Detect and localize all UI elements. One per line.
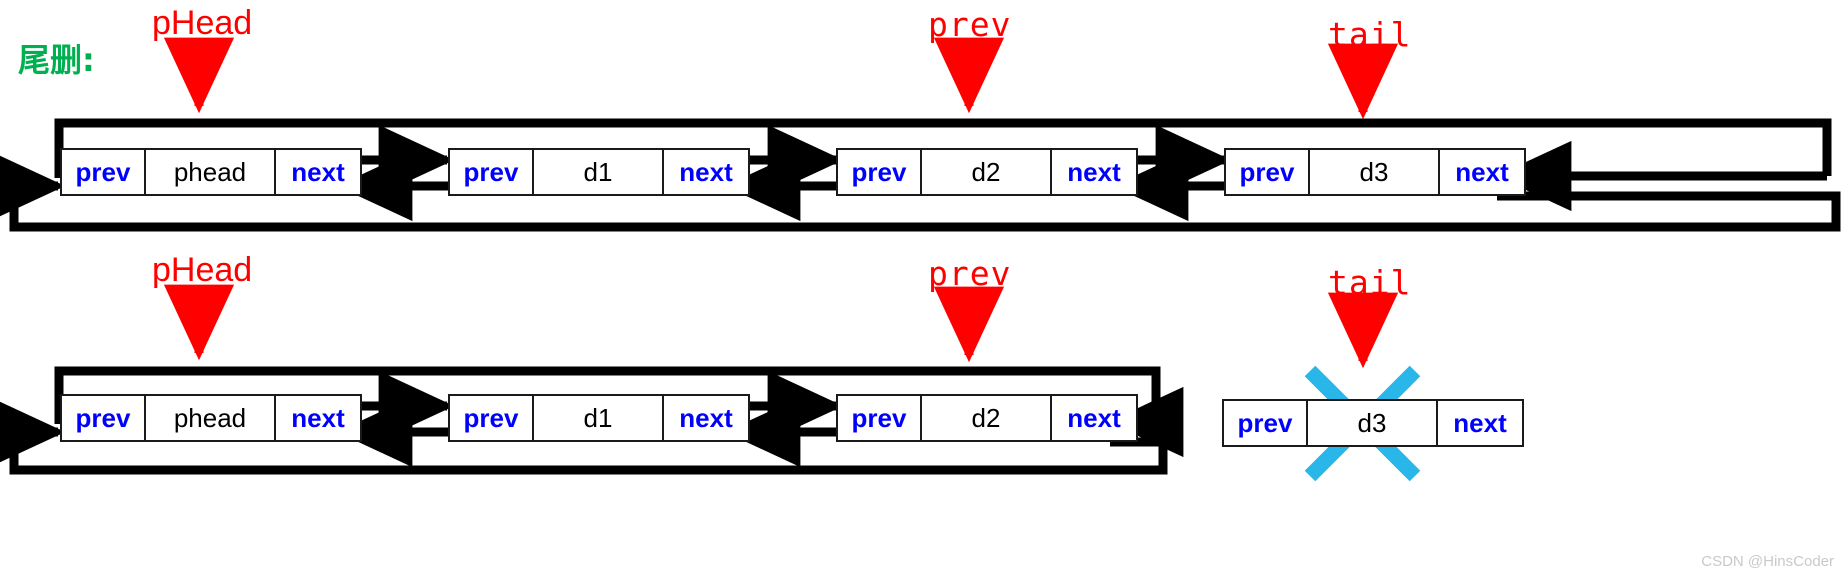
row2-node-d2: prev d2 next — [836, 394, 1138, 442]
row1-node-d3: prev d3 next — [1224, 148, 1526, 196]
row1-pointer-arrows — [163, 37, 1399, 120]
row2-node-phead-next: next — [291, 402, 345, 433]
row2-node-d3-data: d3 — [1308, 401, 1438, 445]
row1-node-phead-data: phead — [146, 150, 276, 194]
row2-pointer-label-prev: prev — [928, 254, 1012, 293]
row2-node-d1-next: next — [679, 402, 733, 433]
row2-node-d3-deleted: prev d3 next — [1222, 399, 1524, 447]
section-caption: 尾删: — [18, 41, 95, 79]
watermark: CSDN @HinsCoder — [1701, 553, 1834, 570]
row2-pointer-label-phead: pHead — [152, 251, 253, 289]
row2-node-d2-next: next — [1067, 402, 1121, 433]
row2-pointer-label-tail: tail — [1328, 263, 1412, 302]
row1-node-d1-prev: prev — [450, 150, 534, 194]
row1-node-d3-data: d3 — [1310, 150, 1440, 194]
row1-node-d2-data: d2 — [922, 150, 1052, 194]
row2-pointer-arrows — [163, 284, 1399, 369]
row2-node-d1: prev d1 next — [448, 394, 750, 442]
row2-node-d2-prev: prev — [838, 396, 922, 440]
row1-node-d2-next: next — [1067, 156, 1121, 187]
row2-node-phead: prev phead next — [60, 394, 362, 442]
row1-node-phead-prev: prev — [62, 150, 146, 194]
row1-node-d3-next: next — [1455, 156, 1509, 187]
row2-node-d2-data: d2 — [922, 396, 1052, 440]
row2-node-phead-data: phead — [146, 396, 276, 440]
row1-pointer-label-phead: pHead — [152, 4, 253, 42]
row1-node-phead-next: next — [291, 156, 345, 187]
row2-node-phead-prev: prev — [62, 396, 146, 440]
row2-node-d3-prev: prev — [1224, 401, 1308, 445]
row1-node-d2: prev d2 next — [836, 148, 1138, 196]
row1-node-d1: prev d1 next — [448, 148, 750, 196]
row1-node-d1-next: next — [679, 156, 733, 187]
row2-node-d1-prev: prev — [450, 396, 534, 440]
row1-node-d3-prev: prev — [1226, 150, 1310, 194]
row2-node-d1-data: d1 — [534, 396, 664, 440]
row1-node-d1-data: d1 — [534, 150, 664, 194]
row1-pointer-label-tail: tail — [1328, 15, 1412, 54]
row1-node-d2-prev: prev — [838, 150, 922, 194]
row1-pointer-label-prev: prev — [928, 5, 1012, 44]
row2-node-d3-next: next — [1453, 407, 1507, 438]
row1-node-phead: prev phead next — [60, 148, 362, 196]
